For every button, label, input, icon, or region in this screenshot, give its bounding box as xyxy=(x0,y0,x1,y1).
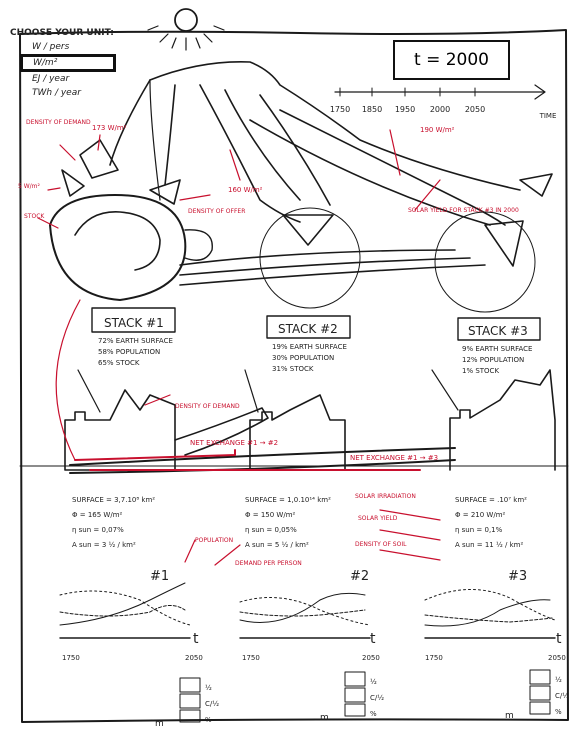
unit-option-ej-year[interactable]: EJ / year xyxy=(10,72,130,86)
flux-label-3: 190 W/m² xyxy=(420,126,455,134)
stack2-sphere xyxy=(260,208,360,308)
graph-legend-prefix: m xyxy=(155,719,164,729)
energy-flows xyxy=(110,62,520,225)
stack-stat-3: 9% EARTH SURFACE xyxy=(462,345,532,353)
metric-phi-3: Φ = 210 W/m² xyxy=(455,511,506,519)
population-label: POPULATION xyxy=(195,537,233,544)
flux-label-2: 160 W/m² xyxy=(228,186,263,194)
sun-icon xyxy=(148,9,224,50)
graph-axis-label: t xyxy=(556,631,562,647)
time-tick-label: 2000 xyxy=(430,105,450,114)
density-demand-label: DENSITY OF DEMAND xyxy=(26,119,91,126)
graph-legend-item: C/½ xyxy=(205,700,219,708)
graph-legend-item: C/½ xyxy=(555,692,569,700)
stack-stat-1: 72% EARTH SURFACE xyxy=(98,337,173,345)
graph-legend-item: ½ xyxy=(555,676,562,684)
stack-stat-2: 19% EARTH SURFACE xyxy=(272,343,347,351)
net-exchange-12: NET EXCHANGE #1 → #2 xyxy=(190,439,278,447)
flux-label-1: 173 W/m² xyxy=(92,124,127,132)
unit-selector-title: CHOOSE YOUR UNIT: xyxy=(10,26,130,40)
metric-a-1: A sun = 3 ½ / km² xyxy=(72,541,136,549)
stack-stat-1: 65% STOCK xyxy=(98,359,140,367)
graph-x-start: 1750 xyxy=(242,654,260,662)
metric-surface-3: SURFACE = .10⁷ km² xyxy=(455,496,527,504)
graph-legend-item: C/½ xyxy=(370,694,384,702)
graph-axis-label: t xyxy=(370,631,376,647)
stack-name-1: STACK #1 xyxy=(104,316,164,330)
time-display[interactable]: t = 2000 xyxy=(393,40,510,80)
metric-surface-1: SURFACE = 3,7.10⁸ km² xyxy=(72,496,155,504)
cityscapes xyxy=(20,370,568,473)
density-demand-label-2: DENSITY OF DEMAND xyxy=(175,403,240,410)
unit-selector[interactable]: CHOOSE YOUR UNIT: W / pers W/m² EJ / yea… xyxy=(10,26,130,100)
stack-name-3: STACK #3 xyxy=(468,324,528,338)
metric-eta-1: η sun = 0,07% xyxy=(72,526,124,534)
stack-stat-3: 12% POPULATION xyxy=(462,356,524,364)
metric-label-irradiation: SOLAR IRRADIATION xyxy=(355,493,416,500)
metric-label-density: DENSITY OF SOIL xyxy=(355,541,407,548)
stack-stat-3: 1% STOCK xyxy=(462,367,499,375)
graph-x-start: 1750 xyxy=(425,654,443,662)
graph-legend-prefix: m xyxy=(320,713,329,723)
graph-legend-item: ½ xyxy=(370,678,377,686)
graph-x-end: 2050 xyxy=(185,654,203,662)
stock-label: STOCK xyxy=(24,213,45,220)
graph-legend-item: % xyxy=(205,716,212,724)
stock-unit-label: 5 W/m² xyxy=(18,183,41,190)
arrowheads xyxy=(62,140,552,266)
graph-title-2: #2 xyxy=(350,569,369,584)
metric-a-2: A sun = 5 ½ / km² xyxy=(245,541,309,549)
graph-x-end: 2050 xyxy=(362,654,380,662)
stack-stat-1: 58% POPULATION xyxy=(98,348,160,356)
time-tick-label: 1850 xyxy=(362,105,382,114)
time-tick-label: 1950 xyxy=(395,105,415,114)
graph-title-1: #1 xyxy=(150,569,169,584)
metric-phi-2: Φ = 150 W/m² xyxy=(245,511,296,519)
bottom-graphs xyxy=(60,583,555,722)
stack-stat-2: 30% POPULATION xyxy=(272,354,334,362)
metric-label-yield: SOLAR YIELD xyxy=(358,515,398,522)
graph-title-3: #3 xyxy=(508,569,527,584)
unit-option-w-m2[interactable]: W/m² xyxy=(20,54,116,72)
graph-x-start: 1750 xyxy=(62,654,80,662)
stack-stat-2: 31% STOCK xyxy=(272,365,314,373)
time-tick-label: 1750 xyxy=(330,105,350,114)
graph-legend-prefix: m xyxy=(505,711,514,721)
stack-name-2: STACK #2 xyxy=(278,322,338,336)
metric-a-3: A sun = 11 ½ / km² xyxy=(455,541,523,549)
graph-axis-label: t xyxy=(193,631,199,647)
density-offer-label: DENSITY OF OFFER xyxy=(188,208,245,215)
graph-legend-item: % xyxy=(370,710,377,718)
metric-surface-2: SURFACE = 1,0.10¹⁴ km² xyxy=(245,496,331,504)
metric-phi-1: Φ = 165 W/m² xyxy=(72,511,123,519)
graph-legend-item: ½ xyxy=(205,684,212,692)
time-tick-label: 2050 xyxy=(465,105,485,114)
net-exchange-13: NET EXCHANGE #1 → #3 xyxy=(350,454,438,462)
graph-legend-item: % xyxy=(555,708,562,716)
demand-label: DEMAND PER PERSON xyxy=(235,560,302,567)
metric-eta-3: η sun = 0,1% xyxy=(455,526,503,534)
solar-yield-label: SOLAR YIELD FOR STACK #3 IN 2000 xyxy=(408,207,519,214)
unit-option-w-pers[interactable]: W / pers xyxy=(10,40,130,54)
unit-option-twh-year[interactable]: TWh / year xyxy=(10,86,130,100)
stack3-sphere xyxy=(435,212,535,312)
metric-eta-2: η sun = 0,05% xyxy=(245,526,297,534)
graph-x-end: 2050 xyxy=(548,654,566,662)
time-axis-label: TIME xyxy=(539,112,557,120)
time-axis xyxy=(335,85,545,99)
